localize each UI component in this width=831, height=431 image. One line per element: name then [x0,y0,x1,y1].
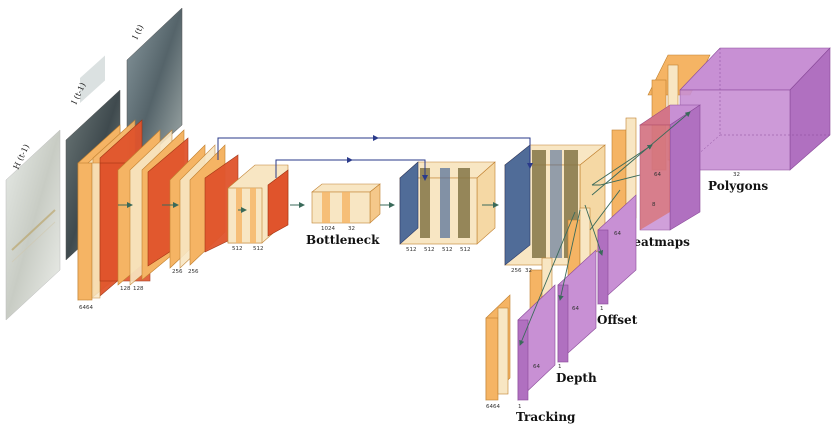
dimension-labels: 6464 128 128 256 256 512 512 1024 32 512… [79,172,740,410]
dim-512b: 512 [253,246,264,252]
label-offset: Offset [597,313,638,327]
label-depth: Depth [556,371,597,385]
input-image-h-prev [5,129,61,321]
dim-6464-track: 6464 [486,404,500,410]
dim-6464: 6464 [79,305,93,311]
encoder-block-4 [227,164,289,244]
dim-dec512c: 512 [442,247,453,253]
dim-1024: 1024 [321,226,335,232]
dim-32b: 32 [525,268,532,274]
label-heatmaps: Heatmaps [622,235,690,249]
dim-256b: 256 [188,269,199,275]
heatmaps-head [611,104,701,231]
dim-128a: 128 [120,286,131,292]
dim-dec512a: 512 [406,247,417,253]
dim-256c: 256 [511,268,522,274]
dim-8: 8 [652,202,656,208]
dim-32a: 32 [348,226,355,232]
dim-1-track: 1 [518,404,522,410]
tracking-head [485,284,556,401]
dim-dec512b: 512 [424,247,435,253]
dim-1-off: 1 [600,306,604,312]
label-polygons: Polygons [708,179,768,193]
dim-256a: 256 [172,269,183,275]
dim-512a: 512 [232,246,243,252]
dim-32-poly: 32 [733,172,740,178]
label-bottleneck: Bottleneck [306,233,380,247]
dim-64-track: 64 [533,364,540,370]
encoder-block-3 [169,144,239,269]
dim-dec512d: 512 [460,247,471,253]
dim-64-heat: 64 [654,172,661,178]
dim-1-depth: 1 [558,364,562,370]
skip-connections [217,135,533,181]
head-branch-lines [519,111,691,346]
dim-64-off: 64 [614,231,621,237]
dim-128b: 128 [133,286,144,292]
dim-64-depth: 64 [572,306,579,312]
decoder-block-512 [399,161,496,245]
polygons-head [647,47,831,171]
label-i-curr: I (t) [131,23,146,41]
bottleneck-block [311,183,381,224]
forward-arrows [118,202,499,213]
label-tracking: Tracking [516,410,576,424]
